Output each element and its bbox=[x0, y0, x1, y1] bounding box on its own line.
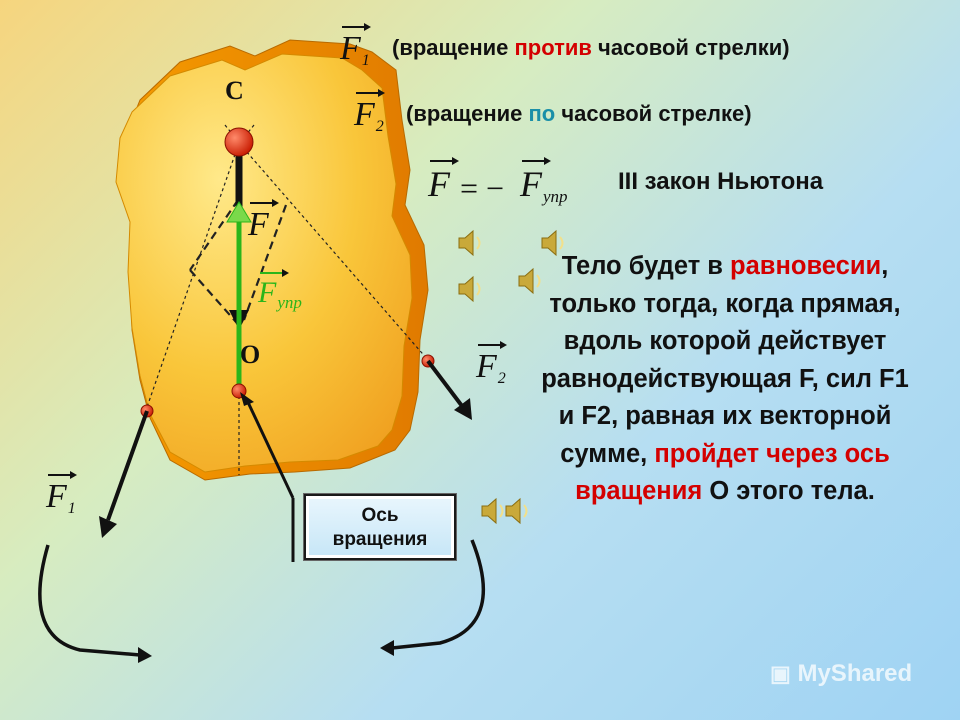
speaker-icon[interactable] bbox=[502, 494, 536, 528]
label-c: C bbox=[225, 76, 244, 105]
axis-label-2: вращения bbox=[332, 529, 428, 550]
body-face bbox=[115, 53, 413, 473]
axis-of-rotation-box: Ось вращения bbox=[304, 494, 456, 560]
f2-arrowhead bbox=[454, 398, 472, 420]
fupr-arrowhead bbox=[226, 201, 252, 223]
header-line1: (вращение против часовой стрелки) bbox=[392, 35, 790, 60]
f2-arrow-line bbox=[426, 359, 464, 408]
axis-label-1: Ось bbox=[361, 505, 399, 526]
dashed-lines bbox=[145, 124, 429, 475]
f1-arrowhead bbox=[99, 516, 117, 538]
rotation-arrow-cw-head bbox=[380, 640, 394, 656]
watermark-icon: ▣ bbox=[770, 661, 791, 686]
vec-f1-label: F1 bbox=[46, 471, 77, 517]
header-f1-vector: F1 bbox=[340, 23, 371, 69]
speaker-icon[interactable] bbox=[478, 494, 512, 528]
rotation-arrow-ccw bbox=[38, 544, 141, 657]
label-o: O bbox=[240, 340, 261, 369]
speaker-icon[interactable] bbox=[455, 272, 489, 306]
vec-f-label: F bbox=[248, 199, 279, 242]
newton-formula: F = − Fупр bbox=[424, 157, 604, 206]
watermark: ▣ MyShared bbox=[770, 660, 913, 687]
vec-f2-label: F2 bbox=[476, 341, 507, 387]
f1-arrow-line bbox=[106, 410, 149, 521]
speaker-icon[interactable] bbox=[455, 226, 489, 260]
header-f2-vector: F2 bbox=[354, 89, 385, 135]
vec-fupr-label: Fупр bbox=[258, 269, 302, 311]
speaker-icon[interactable] bbox=[515, 264, 549, 298]
parallelogram bbox=[189, 199, 288, 323]
header-line2: (вращение по часовой стрелке) bbox=[406, 101, 752, 126]
rotation-arrow-ccw-head bbox=[138, 647, 152, 663]
newton-law-label: III закон Ньютона bbox=[618, 168, 824, 195]
axis-pointer-head bbox=[240, 392, 254, 406]
rotation-arrow-cw bbox=[391, 539, 486, 650]
axis-pointer-line bbox=[244, 397, 295, 499]
speaker-icon[interactable] bbox=[538, 226, 572, 260]
point-c bbox=[224, 127, 254, 157]
equilibrium-text: Тело будет в равновесии, только тогда, к… bbox=[541, 252, 909, 505]
